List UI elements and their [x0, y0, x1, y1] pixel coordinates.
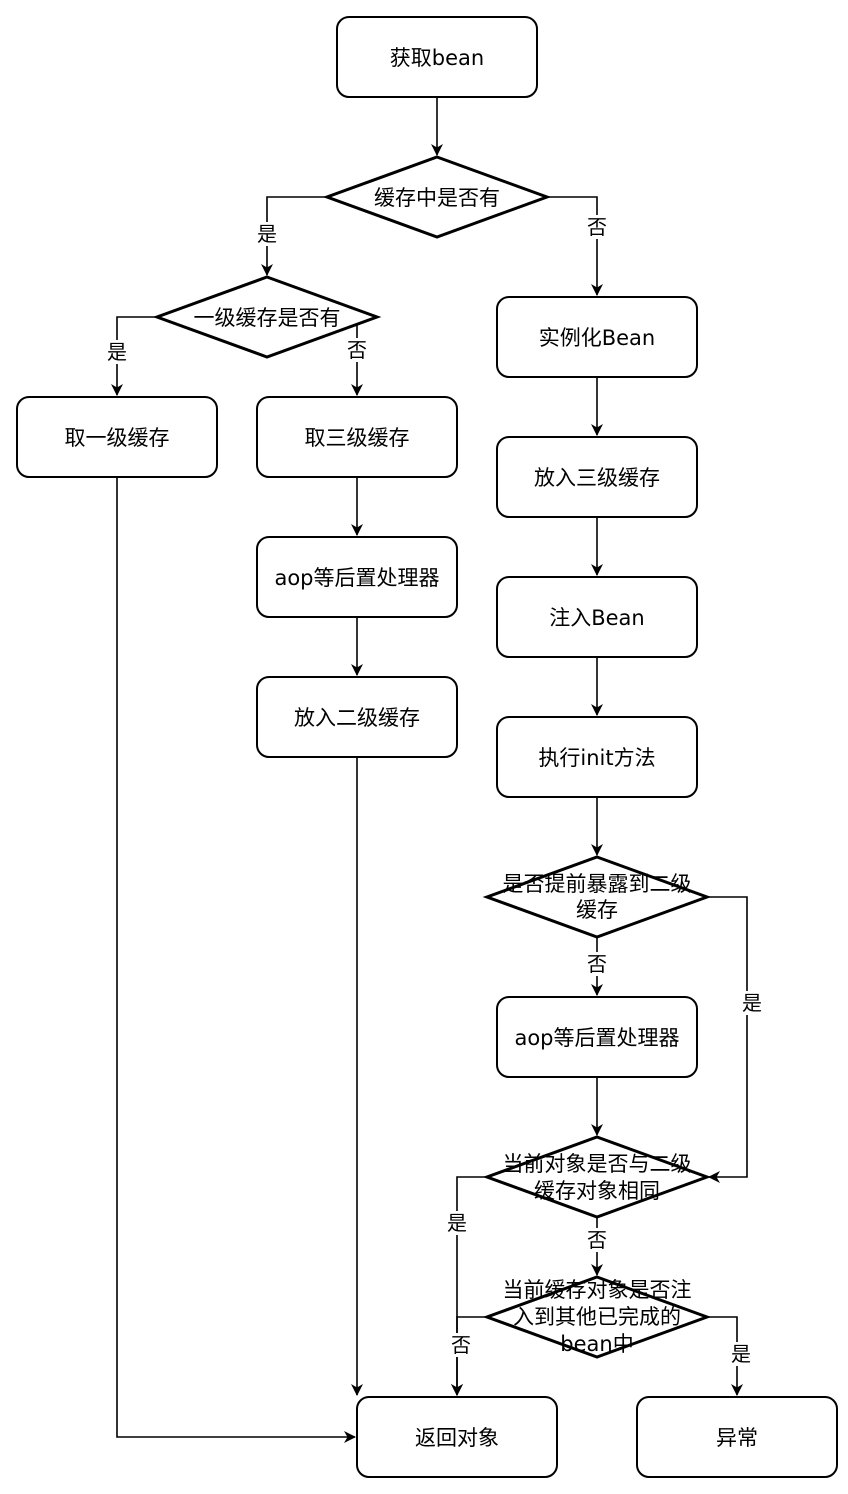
node-take-l1-text: 取一级缓存 — [65, 426, 170, 450]
label-cache-no: 否 — [587, 215, 607, 239]
node-aop-right: aop等后置处理器 — [496, 996, 698, 1078]
decision-early-expose: 是否提前暴露到二级 缓存 — [482, 855, 712, 939]
node-return-object: 返回对象 — [356, 1396, 558, 1478]
node-take-l3-text: 取三级缓存 — [305, 426, 410, 450]
decision-l1-check: 一级缓存是否有 — [152, 275, 382, 359]
edge-l1-yes — [111, 316, 157, 396]
edge-takel1-to-return — [116, 477, 356, 1443]
edge-labels: 是 否 是 否 否 是 是 否 否 是 — [106, 215, 763, 1366]
decision-same-object: 当前对象是否与二级 缓存对象相同 — [482, 1135, 712, 1219]
edge-early-yes — [707, 896, 748, 1183]
decision-early-expose-text-2: 缓存 — [576, 898, 618, 922]
node-init-text: 执行init方法 — [538, 746, 655, 770]
node-return-object-text: 返回对象 — [415, 1426, 499, 1450]
decision-cache-check: 缓存中是否有 — [322, 155, 552, 239]
node-inject: 注入Bean — [496, 576, 698, 658]
decision-injected-check-text-3: bean中 — [560, 1332, 633, 1356]
node-init: 执行init方法 — [496, 716, 698, 798]
decision-injected-check: 当前缓存对象是否注 入到其他已完成的 bean中 — [482, 1275, 712, 1359]
node-instantiate-text: 实例化Bean — [539, 326, 656, 350]
label-early-no: 否 — [587, 952, 607, 976]
label-cache-yes: 是 — [257, 222, 277, 246]
node-aop-left: aop等后置处理器 — [256, 536, 458, 618]
decision-injected-check-text-1: 当前缓存对象是否注 — [503, 1278, 692, 1302]
edge-same-yes — [451, 1176, 487, 1396]
label-injected-no: 否 — [451, 1333, 471, 1357]
label-same-no: 否 — [587, 1228, 607, 1252]
label-l1-no: 否 — [347, 338, 367, 362]
decision-injected-check-text-2: 入到其他已完成的 — [513, 1305, 681, 1329]
edge-injected-yes — [707, 1316, 743, 1396]
edge-cachecheck-no — [547, 196, 603, 296]
node-instantiate: 实例化Bean — [496, 296, 698, 378]
node-put-l3-text: 放入三级缓存 — [534, 466, 660, 490]
label-injected-yes: 是 — [731, 1342, 751, 1366]
node-take-l1: 取一级缓存 — [16, 396, 218, 478]
node-get-bean: 获取bean — [336, 16, 538, 98]
label-same-yes: 是 — [447, 1211, 467, 1235]
decision-l1-check-text: 一级缓存是否有 — [194, 306, 341, 330]
label-early-yes: 是 — [742, 991, 762, 1015]
node-get-bean-text: 获取bean — [390, 46, 484, 70]
decision-cache-check-text: 缓存中是否有 — [374, 186, 500, 210]
node-put-l2-text: 放入二级缓存 — [294, 706, 420, 730]
decision-same-object-text-1: 当前对象是否与二级 — [503, 1152, 692, 1176]
node-aop-right-text: aop等后置处理器 — [514, 1026, 679, 1050]
node-take-l3: 取三级缓存 — [256, 396, 458, 478]
node-put-l2: 放入二级缓存 — [256, 676, 458, 758]
node-inject-text: 注入Bean — [549, 606, 645, 630]
edge-injected-no — [451, 1316, 487, 1396]
label-l1-yes: 是 — [107, 340, 127, 364]
decision-early-expose-text-1: 是否提前暴露到二级 — [503, 872, 692, 896]
node-exception-text: 异常 — [716, 1426, 758, 1450]
node-put-l3: 放入三级缓存 — [496, 436, 698, 518]
node-aop-left-text: aop等后置处理器 — [274, 566, 439, 590]
node-exception: 异常 — [636, 1396, 838, 1478]
edge-cachecheck-yes — [261, 196, 327, 276]
decision-same-object-text-2: 缓存对象相同 — [534, 1179, 660, 1203]
